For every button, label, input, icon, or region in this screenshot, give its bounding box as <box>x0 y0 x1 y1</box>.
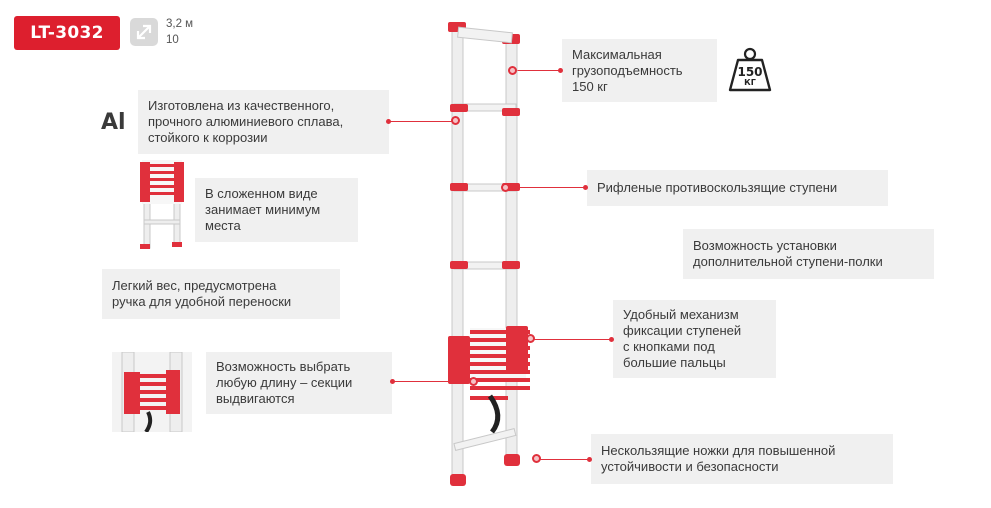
connector-dot <box>587 457 592 462</box>
feature-steps: Рифленые противоскользящие ступени <box>587 170 888 206</box>
marker-steps <box>501 183 510 192</box>
feature-aluminium: Изготовлена из качественного, прочного а… <box>138 90 389 154</box>
material-label: Al <box>101 110 126 135</box>
connector-capacity <box>513 70 562 71</box>
rung-stack <box>448 326 530 434</box>
feature-length: Возможность выбрать любую длину – секции… <box>206 352 392 414</box>
feature-shelf-text: Возможность установки дополнительной сту… <box>693 238 883 269</box>
connector-lock <box>530 339 613 340</box>
resize-arrow-icon <box>130 18 158 46</box>
feature-capacity-text: Максимальная грузоподъемность 150 кг <box>572 46 683 94</box>
feature-aluminium-text: Изготовлена из качественного, прочного а… <box>148 98 344 145</box>
connector-dot <box>609 337 614 342</box>
connector-dot <box>558 68 563 73</box>
folded-ladder-icon <box>140 160 184 249</box>
feature-length-text: Возможность выбрать любую длину – секции… <box>216 359 353 406</box>
feature-lock: Удобный механизм фиксации ступеней с кно… <box>613 300 776 378</box>
marker-aluminium <box>451 116 460 125</box>
connector-dot <box>583 185 588 190</box>
ladder-illustration <box>448 22 530 486</box>
weight-value: 150 <box>737 65 763 79</box>
connector-feet <box>537 459 591 460</box>
spec-steps: 10 <box>166 34 179 46</box>
connector-aluminium <box>389 121 455 122</box>
sections-detail-image <box>112 352 192 432</box>
feature-light-text: Легкий вес, предусмотрена ручка для удоб… <box>112 278 292 309</box>
model-badge: LT-3032 <box>14 16 120 50</box>
bottom-rung <box>453 428 517 452</box>
marker-length <box>469 377 478 386</box>
feature-feet: Нескользящие ножки для повышенной устойч… <box>591 434 893 484</box>
feature-lock-text: Удобный механизм фиксации ступеней с кно… <box>623 307 742 370</box>
foot-left <box>450 474 466 486</box>
feature-shelf: Возможность установки дополнительной сту… <box>683 229 934 279</box>
connector-steps <box>508 187 587 188</box>
feature-light: Легкий вес, предусмотрена ручка для удоб… <box>102 269 340 319</box>
top-rung <box>457 26 513 44</box>
connector-length <box>392 381 474 382</box>
feature-feet-text: Нескользящие ножки для повышенной устойч… <box>601 443 836 474</box>
weight-icon: 150 КГ <box>728 46 772 94</box>
marker-lock <box>526 334 535 343</box>
foot-right <box>504 454 520 466</box>
weight-unit: КГ <box>744 78 756 87</box>
feature-compact-text: В сложенном виде занимает минимум места <box>205 186 321 233</box>
feature-steps-text: Рифленые противоскользящие ступени <box>597 180 838 195</box>
ladder-rails <box>451 27 518 479</box>
feature-capacity: Максимальная грузоподъемность 150 кг <box>562 39 717 102</box>
ladder-rungs <box>450 103 520 270</box>
connector-dot <box>386 119 391 124</box>
spec-height: 3,2 м <box>166 18 194 30</box>
marker-capacity <box>508 66 517 75</box>
connector-dot <box>390 379 395 384</box>
feature-compact: В сложенном виде занимает минимум места <box>195 178 358 242</box>
marker-feet <box>532 454 541 463</box>
